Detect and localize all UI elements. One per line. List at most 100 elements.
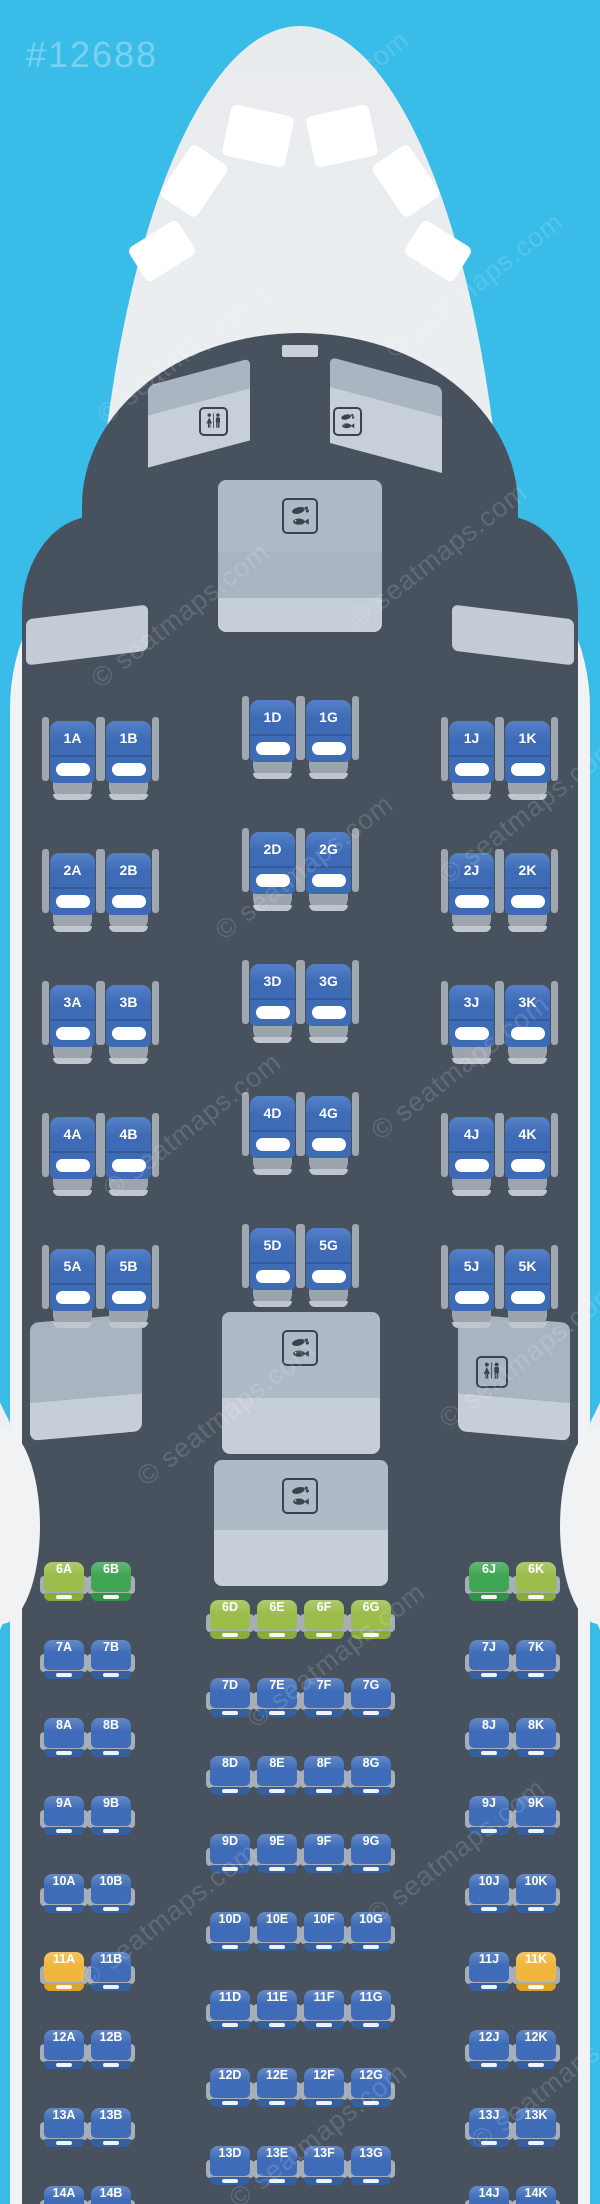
seat-8B[interactable]: 8B: [87, 1718, 135, 1760]
seat-13J[interactable]: 13J: [465, 2108, 513, 2150]
seat-1G[interactable]: 1G: [298, 696, 359, 780]
map-id-watermark: #12688: [26, 34, 159, 75]
seat-3B[interactable]: 3B: [98, 981, 159, 1065]
seat-12B[interactable]: 12B: [87, 2030, 135, 2072]
seat-9E[interactable]: 9E: [253, 1834, 301, 1876]
seat-5D[interactable]: 5D: [242, 1224, 303, 1308]
seat-9A[interactable]: 9A: [40, 1796, 88, 1838]
seat-8K[interactable]: 8K: [512, 1718, 560, 1760]
seat-6B[interactable]: 6B: [87, 1562, 135, 1604]
seat-13G[interactable]: 13G: [347, 2146, 395, 2188]
seat-12E[interactable]: 12E: [253, 2068, 301, 2110]
seat-8A[interactable]: 8A: [40, 1718, 88, 1760]
seat-3G[interactable]: 3G: [298, 960, 359, 1044]
seat-12J[interactable]: 12J: [465, 2030, 513, 2072]
seat-14K[interactable]: 14K: [512, 2186, 560, 2204]
seat-11D[interactable]: 11D: [206, 1990, 254, 2032]
seat-11J[interactable]: 11J: [465, 1952, 513, 1994]
seat-1D[interactable]: 1D: [242, 696, 303, 780]
seat-12K[interactable]: 12K: [512, 2030, 560, 2072]
seat-14A[interactable]: 14A: [40, 2186, 88, 2204]
seat-6K[interactable]: 6K: [512, 1562, 560, 1604]
seat-2B[interactable]: 2B: [98, 849, 159, 933]
seat-11K[interactable]: 11K: [512, 1952, 560, 1994]
seat-11G[interactable]: 11G: [347, 1990, 395, 2032]
seat-2D[interactable]: 2D: [242, 828, 303, 912]
seat-6A[interactable]: 6A: [40, 1562, 88, 1604]
seat-4A[interactable]: 4A: [42, 1113, 103, 1197]
seat-1B[interactable]: 1B: [98, 717, 159, 801]
seat-7G[interactable]: 7G: [347, 1678, 395, 1720]
armrest-icon: [497, 849, 504, 913]
seat-6D[interactable]: 6D: [206, 1600, 254, 1642]
seat-2K[interactable]: 2K: [497, 849, 558, 933]
seat-14B[interactable]: 14B: [87, 2186, 135, 2204]
seat-4G[interactable]: 4G: [298, 1092, 359, 1176]
seat-9D[interactable]: 9D: [206, 1834, 254, 1876]
seat-10B[interactable]: 10B: [87, 1874, 135, 1916]
seat-8G[interactable]: 8G: [347, 1756, 395, 1798]
seat-5K[interactable]: 5K: [497, 1245, 558, 1329]
seat-10K[interactable]: 10K: [512, 1874, 560, 1916]
seat-4B[interactable]: 4B: [98, 1113, 159, 1197]
seat-11F[interactable]: 11F: [300, 1990, 348, 2032]
seat-6E[interactable]: 6E: [253, 1600, 301, 1642]
seat-2J[interactable]: 2J: [441, 849, 502, 933]
seat-5A[interactable]: 5A: [42, 1245, 103, 1329]
seat-2G[interactable]: 2G: [298, 828, 359, 912]
seat-7J[interactable]: 7J: [465, 1640, 513, 1682]
seat-5B[interactable]: 5B: [98, 1245, 159, 1329]
seat-3A[interactable]: 3A: [42, 981, 103, 1065]
seat-4D[interactable]: 4D: [242, 1092, 303, 1176]
seat-9F[interactable]: 9F: [300, 1834, 348, 1876]
seat-1K[interactable]: 1K: [497, 717, 558, 801]
seat-10E[interactable]: 10E: [253, 1912, 301, 1954]
seat-8D[interactable]: 8D: [206, 1756, 254, 1798]
seat-13D[interactable]: 13D: [206, 2146, 254, 2188]
seat-1J[interactable]: 1J: [441, 717, 502, 801]
seat-9G[interactable]: 9G: [347, 1834, 395, 1876]
seat-8E[interactable]: 8E: [253, 1756, 301, 1798]
seat-13K[interactable]: 13K: [512, 2108, 560, 2150]
seat-5G[interactable]: 5G: [298, 1224, 359, 1308]
seat-12D[interactable]: 12D: [206, 2068, 254, 2110]
seat-1A[interactable]: 1A: [42, 717, 103, 801]
seat-9B[interactable]: 9B: [87, 1796, 135, 1838]
seat-10A[interactable]: 10A: [40, 1874, 88, 1916]
seat-11B[interactable]: 11B: [87, 1952, 135, 1994]
seat-3K[interactable]: 3K: [497, 981, 558, 1065]
seat-11A[interactable]: 11A: [40, 1952, 88, 1994]
seat-7F[interactable]: 7F: [300, 1678, 348, 1720]
seat-7A[interactable]: 7A: [40, 1640, 88, 1682]
seat-6J[interactable]: 6J: [465, 1562, 513, 1604]
seat-8F[interactable]: 8F: [300, 1756, 348, 1798]
seat-10J[interactable]: 10J: [465, 1874, 513, 1916]
seat-5J[interactable]: 5J: [441, 1245, 502, 1329]
seat-7D[interactable]: 7D: [206, 1678, 254, 1720]
seat-10D[interactable]: 10D: [206, 1912, 254, 1954]
seat-3J[interactable]: 3J: [441, 981, 502, 1065]
seat-6G[interactable]: 6G: [347, 1600, 395, 1642]
seat-3D[interactable]: 3D: [242, 960, 303, 1044]
seat-2A[interactable]: 2A: [42, 849, 103, 933]
seat-10G[interactable]: 10G: [347, 1912, 395, 1954]
seat-12A[interactable]: 12A: [40, 2030, 88, 2072]
seat-8J[interactable]: 8J: [465, 1718, 513, 1760]
seat-12G[interactable]: 12G: [347, 2068, 395, 2110]
seat-10F[interactable]: 10F: [300, 1912, 348, 1954]
seat-12F[interactable]: 12F: [300, 2068, 348, 2110]
seat-7K[interactable]: 7K: [512, 1640, 560, 1682]
seat-13E[interactable]: 13E: [253, 2146, 301, 2188]
seat-13B[interactable]: 13B: [87, 2108, 135, 2150]
seat-7E[interactable]: 7E: [253, 1678, 301, 1720]
seat-4J[interactable]: 4J: [441, 1113, 502, 1197]
seat-13F[interactable]: 13F: [300, 2146, 348, 2188]
seat-13A[interactable]: 13A: [40, 2108, 88, 2150]
seat-11E[interactable]: 11E: [253, 1990, 301, 2032]
seat-9J[interactable]: 9J: [465, 1796, 513, 1838]
seat-7B[interactable]: 7B: [87, 1640, 135, 1682]
seat-6F[interactable]: 6F: [300, 1600, 348, 1642]
seat-4K[interactable]: 4K: [497, 1113, 558, 1197]
seat-9K[interactable]: 9K: [512, 1796, 560, 1838]
seat-14J[interactable]: 14J: [465, 2186, 513, 2204]
